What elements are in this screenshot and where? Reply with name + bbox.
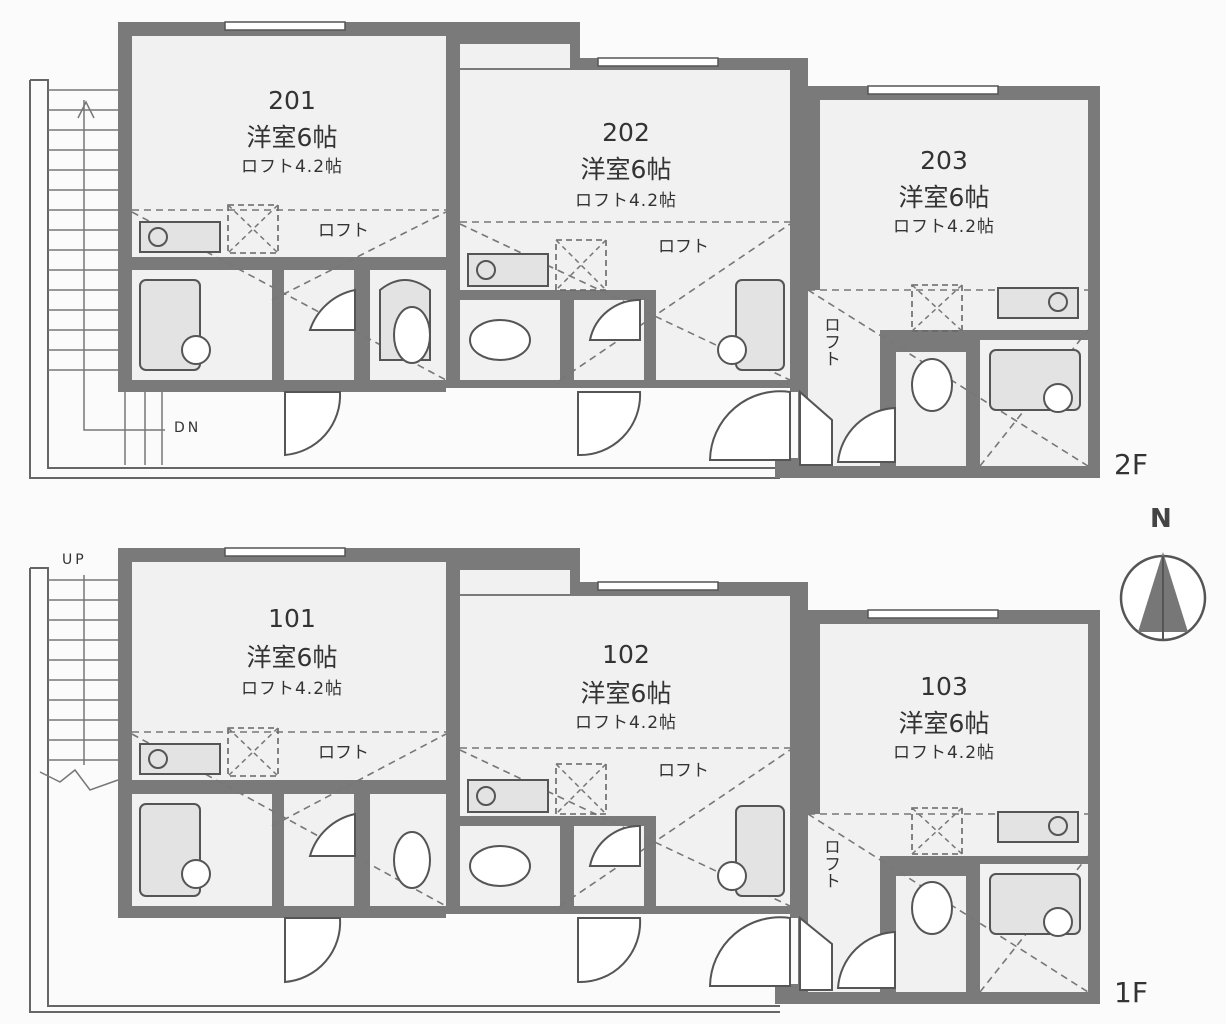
unit-101-loft-label: ロフト [318,743,369,763]
unit-102-loft-size: ロフト4.2帖 [574,713,678,733]
room-203 [820,100,1088,290]
unit-201-type: 洋室6帖 [246,123,338,152]
unit-102-loft-label: ロフト [658,761,709,781]
unit-101-type: 洋室6帖 [246,643,338,672]
room-202 [460,70,790,220]
stair-label-1f: UP [62,552,87,568]
unit-203-loft-label: ロフト [820,316,840,367]
unit-203-loft-size: ロフト4.2帖 [892,217,996,237]
unit-103-loft-label: ロフト [820,838,840,889]
unit-202-loft-size: ロフト4.2帖 [574,191,678,211]
unit-103-loft-size: ロフト4.2帖 [892,743,996,763]
north-compass-icon [1119,552,1207,642]
unit-101-loft-size: ロフト4.2帖 [240,679,344,699]
unit-202-number: 202 [602,118,650,147]
room-103 [820,624,1088,814]
room-102 [460,596,790,746]
unit-203-type: 洋室6帖 [898,183,990,212]
floor-label-1f: 1F [1114,976,1148,1009]
stairs-1f [39,575,119,791]
unit-102-type: 洋室6帖 [580,679,672,708]
second-floor-plan [29,21,1100,479]
unit-201-loft-label: ロフト [318,221,369,241]
unit-103-type: 洋室6帖 [898,709,990,738]
unit-103-number: 103 [920,672,968,701]
unit-202-loft-label: ロフト [658,237,709,257]
floor-label-2f: 2F [1114,448,1148,481]
corridor-outline-2f [30,79,780,469]
unit-203-number: 203 [920,146,968,175]
unit-202-type: 洋室6帖 [580,155,672,184]
unit-201-number: 201 [268,86,316,115]
stair-label-2f: DN [174,420,202,436]
compass-north-label: N [1150,504,1172,534]
room-201 [132,36,446,212]
first-floor-plan [29,547,1100,1013]
stairs-2f [48,89,165,465]
unit-102-number: 102 [602,640,650,669]
room-101 [132,562,446,732]
unit-101-number: 101 [268,604,316,633]
unit-201-loft-size: ロフト4.2帖 [240,157,344,177]
